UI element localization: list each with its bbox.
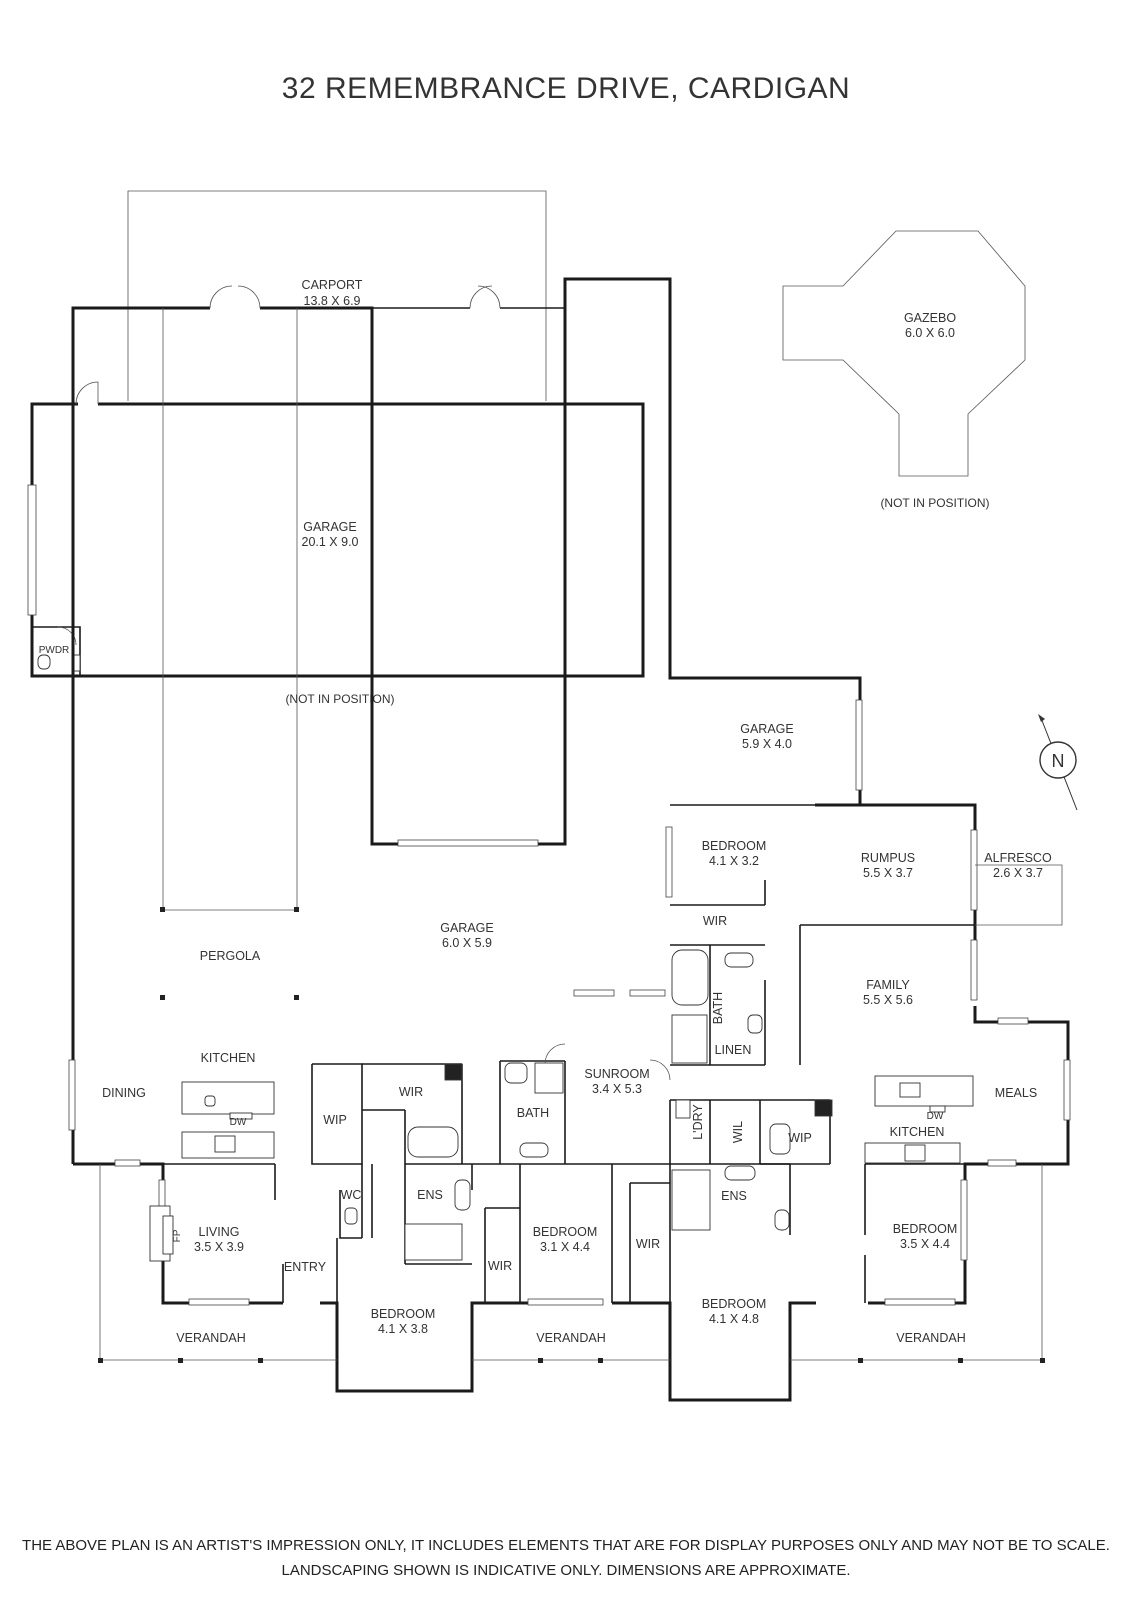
bath-mid-label: BATH <box>517 1106 549 1120</box>
entry-label: ENTRY <box>284 1260 327 1274</box>
bedroom-se-label: BEDROOM <box>893 1222 958 1236</box>
pergola-label: PERGOLA <box>200 949 261 963</box>
garage-east-dims: 5.9 X 4.0 <box>742 737 792 751</box>
bedroom-center-label: BEDROOM <box>702 1297 767 1311</box>
bedroom-west-label: BEDROOM <box>371 1307 436 1321</box>
gazebo-label: GAZEBO <box>904 311 956 325</box>
dw-west-label: DW <box>230 1117 247 1128</box>
wir-mid-label: WIR <box>488 1259 512 1273</box>
bedroom-mid-dims: 3.1 X 4.4 <box>540 1240 590 1254</box>
garage-not-in-position: (NOT IN POSITION) <box>285 692 394 706</box>
north-label: N <box>1052 751 1065 771</box>
sunroom-label: SUNROOM <box>584 1067 649 1081</box>
plan-title: 32 REMEMBRANCE DRIVE, CARDIGAN <box>282 72 850 105</box>
interior-walls <box>73 285 975 1303</box>
ens-east-label: ENS <box>721 1189 747 1203</box>
garage-large <box>27 381 645 678</box>
sunroom-dims: 3.4 X 5.3 <box>592 1082 642 1096</box>
garage-mid-label: GARAGE <box>440 921 494 935</box>
verandah-east-label: VERANDAH <box>896 1331 965 1345</box>
carport-dims: 13.8 X 6.9 <box>304 294 361 308</box>
bedroom-ne-dims: 4.1 X 3.2 <box>709 854 759 868</box>
rumpus-label: RUMPUS <box>861 851 915 865</box>
carport-label: CARPORT <box>302 278 363 292</box>
garage-large-label: GARAGE <box>303 520 357 534</box>
dw-east-label: DW <box>927 1111 944 1122</box>
wip-west-label: WIP <box>323 1113 347 1127</box>
alfresco-dims: 2.6 X 3.7 <box>993 866 1043 880</box>
living-label: LIVING <box>199 1225 240 1239</box>
wir-west-label: WIR <box>399 1085 423 1099</box>
family-dims: 5.5 X 5.6 <box>863 993 913 1007</box>
garage-east-label: GARAGE <box>740 722 794 736</box>
ldry-label: L'DRY <box>691 1104 705 1140</box>
rumpus-dims: 5.5 X 3.7 <box>863 866 913 880</box>
wir-center-label: WIR <box>636 1237 660 1251</box>
living-dims: 3.5 X 3.9 <box>194 1240 244 1254</box>
family-label: FAMILY <box>866 978 910 992</box>
wc-label: WC <box>341 1188 362 1202</box>
bedroom-mid-label: BEDROOM <box>533 1225 598 1239</box>
alfresco-label: ALFRESCO <box>984 851 1052 865</box>
fp-label: FP <box>172 1229 183 1242</box>
bedroom-se-dims: 3.5 X 4.4 <box>900 1237 950 1251</box>
disclaimer-line-2: LANDSCAPING SHOWN IS INDICATIVE ONLY. DI… <box>281 1562 850 1579</box>
kitchen-east-label: KITCHEN <box>890 1125 945 1139</box>
gazebo-not-in-position: (NOT IN POSITION) <box>880 496 989 510</box>
windows <box>68 699 1071 1306</box>
north-compass-icon <box>1038 714 1078 811</box>
linen-label: LINEN <box>715 1043 752 1057</box>
garage-large-dims: 20.1 X 9.0 <box>302 535 359 549</box>
ens-west-label: ENS <box>417 1188 443 1202</box>
bedroom-center-dims: 4.1 X 4.8 <box>709 1312 759 1326</box>
fixtures <box>149 949 974 1262</box>
carport <box>127 190 547 401</box>
meals-label: MEALS <box>995 1086 1037 1100</box>
kitchen-west-label: KITCHEN <box>201 1051 256 1065</box>
wir-ne-label: WIR <box>703 914 727 928</box>
house-walls <box>71 277 1070 1402</box>
verandah-center-label: VERANDAH <box>536 1331 605 1345</box>
dining-label: DINING <box>102 1086 146 1100</box>
verandah <box>98 1164 1045 1363</box>
wip-east-label: WIP <box>788 1131 812 1145</box>
pergola <box>160 308 299 1000</box>
pwdr-label: PWDR <box>39 645 70 656</box>
bath-ne-label: BATH <box>711 992 725 1024</box>
bedroom-west-dims: 4.1 X 3.8 <box>378 1322 428 1336</box>
gazebo-dims: 6.0 X 6.0 <box>905 326 955 340</box>
disclaimer-line-1: THE ABOVE PLAN IS AN ARTIST'S IMPRESSION… <box>22 1537 1110 1554</box>
gazebo <box>782 230 1026 477</box>
garage-mid-dims: 6.0 X 5.9 <box>442 936 492 950</box>
alfresco <box>975 864 1063 926</box>
wil-label: WIL <box>731 1121 745 1143</box>
bedroom-ne-label: BEDROOM <box>702 839 767 853</box>
verandah-west-label: VERANDAH <box>176 1331 245 1345</box>
